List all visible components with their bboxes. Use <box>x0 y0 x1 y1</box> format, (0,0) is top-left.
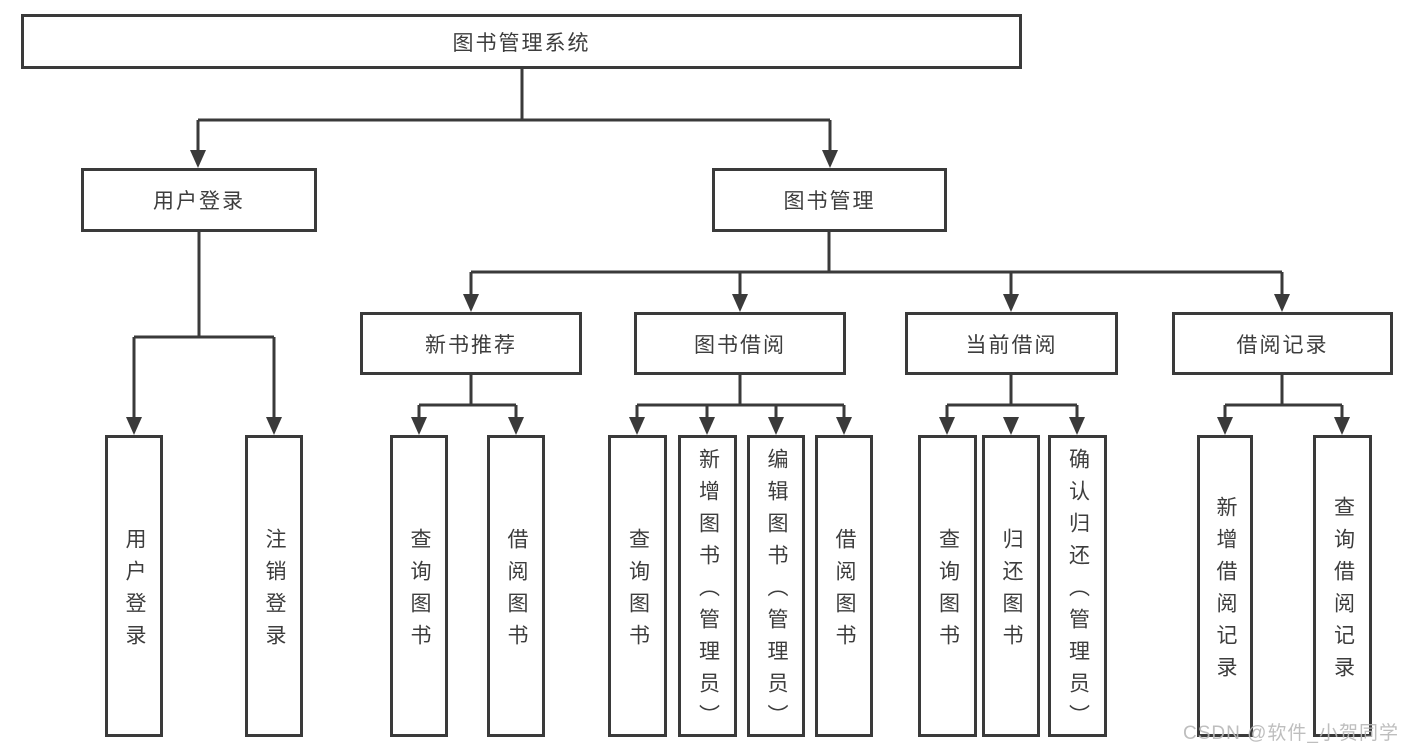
node-leaf-edit-books-admin: 编辑图书（管理员） <box>747 435 805 737</box>
node-leaf-add-books-admin: 新增图书（管理员） <box>678 435 737 737</box>
node-leaf-confirm-return-admin: 确认归还（管理员） <box>1048 435 1107 737</box>
node-new-book-recommend: 新书推荐 <box>360 312 582 375</box>
node-label: 用户登录 <box>153 190 245 213</box>
node-leaf-return-books: 归还图书 <box>982 435 1040 737</box>
node-label: 图书管理系统 <box>452 31 591 55</box>
node-label: 新增借阅记录 <box>1214 495 1237 688</box>
node-leaf-borrow-books: 借阅图书 <box>487 435 545 737</box>
node-label: 借阅记录 <box>1236 333 1329 357</box>
node-leaf-borrow-books: 借阅图书 <box>815 435 873 737</box>
node-borrowing-records: 借阅记录 <box>1172 312 1393 375</box>
node-label: 图书借阅 <box>694 333 786 357</box>
node-user-login: 用户登录 <box>81 168 317 232</box>
node-label: 查询图书 <box>936 527 960 656</box>
node-leaf-query-borrow-record: 查询借阅记录 <box>1313 435 1372 737</box>
node-book-management: 图书管理 <box>712 168 947 232</box>
node-label: 编辑图书（管理员） <box>765 447 788 736</box>
node-leaf-user-login: 用户登录 <box>105 435 163 737</box>
arrowheads <box>126 150 1350 435</box>
node-leaf-query-books: 查询图书 <box>390 435 448 737</box>
node-leaf-add-borrow-record: 新增借阅记录 <box>1197 435 1253 737</box>
csdn-watermark: CSDN @软件_小贺同学 <box>1183 723 1399 744</box>
node-label: 当前借阅 <box>965 333 1058 357</box>
node-leaf-logout: 注销登录 <box>245 435 303 737</box>
node-label: 查询借阅记录 <box>1331 495 1355 688</box>
node-leaf-query-books: 查询图书 <box>608 435 667 737</box>
node-label: 新增图书（管理员） <box>696 447 720 736</box>
node-label: 注销登录 <box>263 527 286 656</box>
node-label: 查询图书 <box>626 527 650 656</box>
node-book-borrowing: 图书借阅 <box>634 312 846 375</box>
node-label: 新书推荐 <box>425 333 517 357</box>
node-label: 用户登录 <box>123 527 146 656</box>
node-label: 借阅图书 <box>505 527 528 656</box>
node-label: 确认归还（管理员） <box>1066 447 1090 736</box>
node-library-management-system: 图书管理系统 <box>21 14 1022 69</box>
node-label: 查询图书 <box>408 527 431 656</box>
node-leaf-query-books: 查询图书 <box>918 435 977 737</box>
node-label: 借阅图书 <box>833 527 856 656</box>
node-label: 图书管理 <box>783 190 876 213</box>
node-label: 归还图书 <box>1000 527 1023 656</box>
node-current-borrowing: 当前借阅 <box>905 312 1118 375</box>
